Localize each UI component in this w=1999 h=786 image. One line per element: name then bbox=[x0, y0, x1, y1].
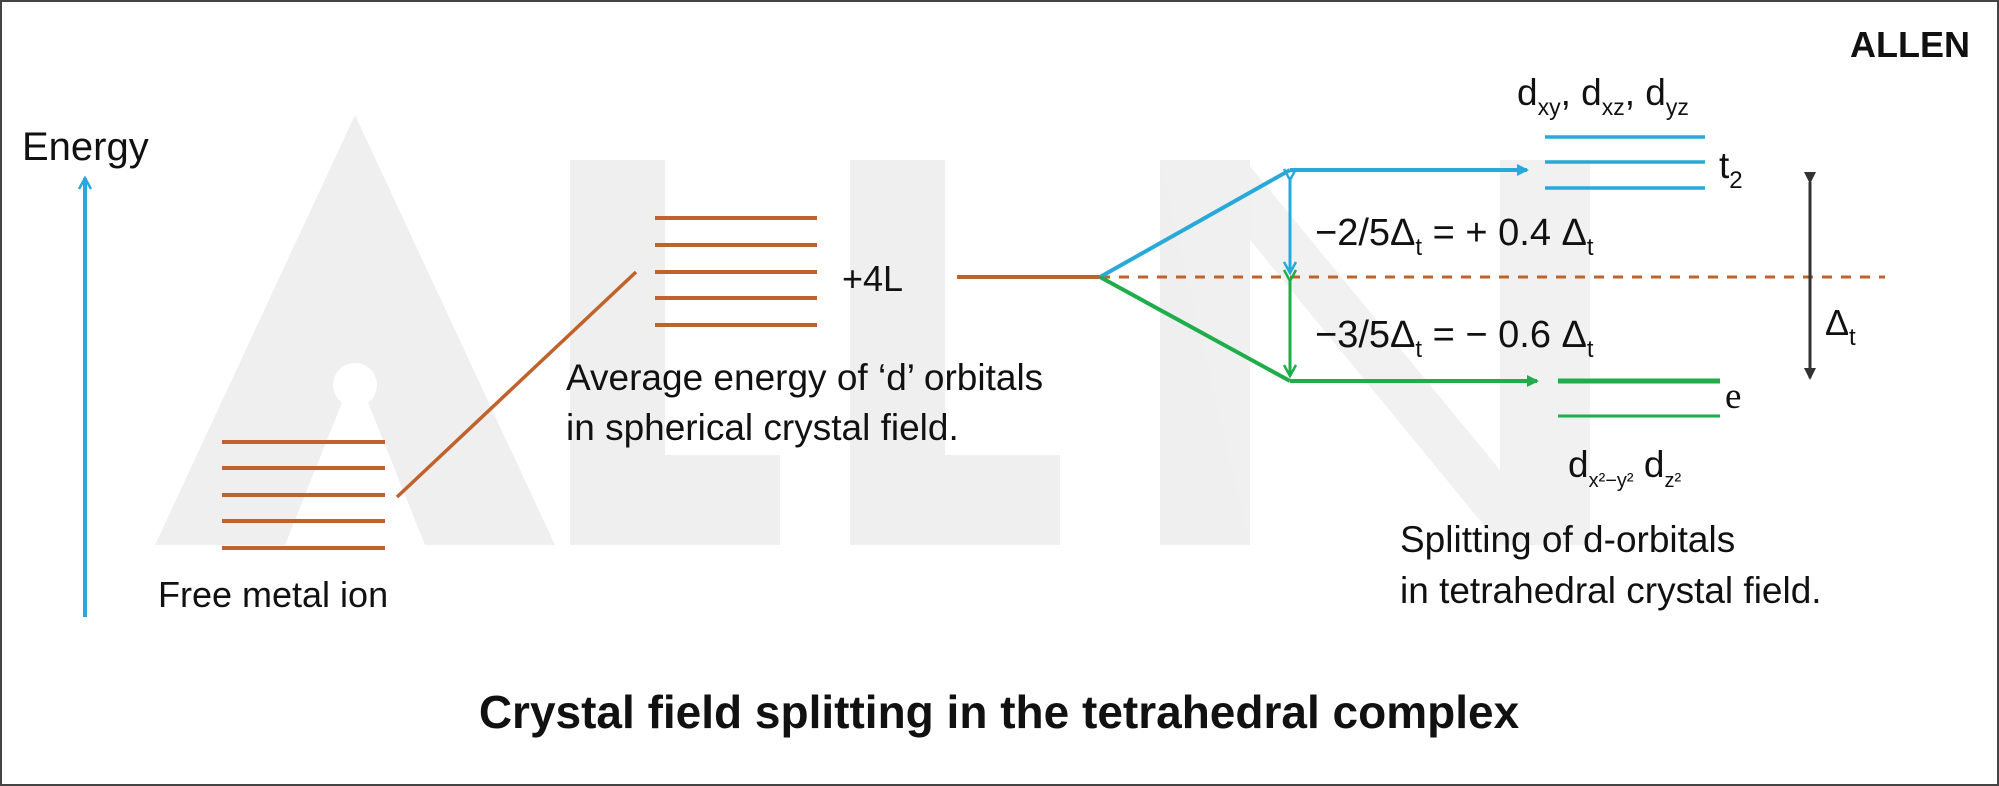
spherical-caption-line1: Average energy of ‘d’ orbitals bbox=[566, 357, 1043, 398]
e-levels bbox=[1558, 378, 1720, 418]
diagram-title: Crystal field splitting in the tetrahedr… bbox=[479, 686, 1520, 738]
t2-symbol: t2 bbox=[1719, 145, 1743, 194]
t2-levels bbox=[1545, 135, 1705, 190]
spherical-caption-line2: in spherical crystal field. bbox=[566, 407, 959, 448]
e-orbitals-label: dx²−y² dz² bbox=[1568, 444, 1681, 492]
e-branch-line bbox=[1099, 275, 1291, 383]
watermark-logo bbox=[155, 115, 1590, 545]
ligand-label: +4L bbox=[842, 258, 903, 299]
tetrahedral-caption-line2: in tetrahedral crystal field. bbox=[1400, 570, 1822, 611]
t2-shift-label: −2/5Δt = + 0.4 Δt bbox=[1315, 212, 1594, 261]
t2-branch-line bbox=[1099, 168, 1291, 279]
free-ion-label: Free metal ion bbox=[158, 574, 388, 615]
e-symbol: e bbox=[1725, 376, 1741, 417]
free-ion-levels bbox=[222, 440, 385, 550]
connector-line-free-to-spherical bbox=[395, 270, 638, 499]
tetrahedral-caption-line1: Splitting of d-orbitals bbox=[1400, 519, 1735, 560]
brand-logo: ALLEN bbox=[1850, 24, 1970, 65]
gap-label: Δt bbox=[1825, 302, 1856, 351]
energy-axis-label: Energy bbox=[22, 125, 149, 169]
t2-orbitals-label: dxy, dxz, dyz bbox=[1517, 72, 1689, 120]
spherical-levels bbox=[655, 216, 817, 327]
e-shift-label: −3/5Δt = − 0.6 Δt bbox=[1315, 314, 1594, 363]
